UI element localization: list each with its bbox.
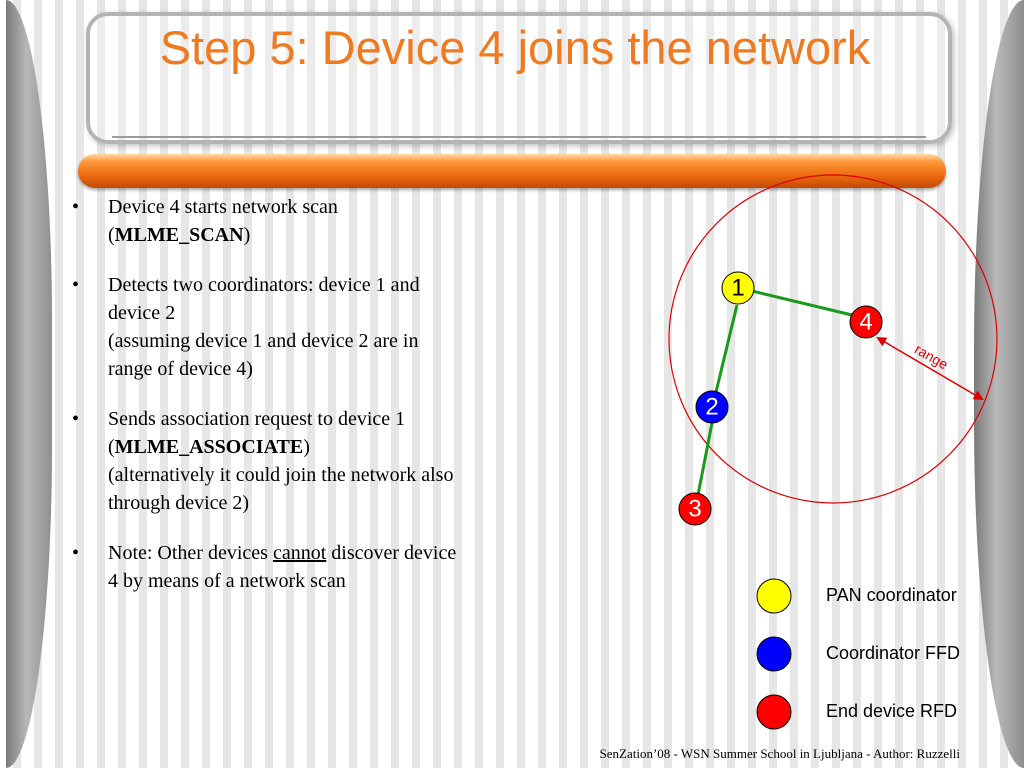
slide-title: Step 5: Device 4 joins the network xyxy=(159,21,871,74)
command-mlme-associate: MLME_ASSOCIATE xyxy=(114,436,304,458)
node-2-label: 2 xyxy=(705,394,718,421)
footer-credit: SenZation’08 - WSN Summer School in Ljub… xyxy=(599,746,960,761)
node-4-marker xyxy=(849,305,883,339)
node-3-marker xyxy=(678,492,712,526)
link-1-4 xyxy=(751,289,853,317)
node-2: 2 xyxy=(695,390,729,424)
node-4: 4 xyxy=(849,305,883,339)
title-frame xyxy=(86,12,952,144)
node-3: 3 xyxy=(678,492,712,526)
bullet-network-scan: Device 4 starts network scan (MLME_SCAN) xyxy=(70,193,570,249)
legend-label-coordinator-ffd: Coordinator FFD xyxy=(826,643,961,663)
legend-swatch-pan-coordinator xyxy=(756,578,792,614)
emphasis-cannot: cannot xyxy=(272,542,327,564)
bullet-note-cannot-discover: Note: Other devices cannot discover devi… xyxy=(70,539,570,595)
bullet-detects-coordinators: Detects two coordinators: device 1 and d… xyxy=(70,271,570,383)
bullet-list: Device 4 starts network scan (MLME_SCAN)… xyxy=(70,193,570,595)
legend-swatch-end-device-rfd xyxy=(756,694,792,730)
title-underline-bar xyxy=(78,154,946,188)
range-circle xyxy=(668,174,998,504)
link-1-2 xyxy=(714,304,739,393)
node-4-label: 4 xyxy=(859,309,872,336)
link-2-3 xyxy=(696,422,714,496)
legend-label-end-device-rfd: End device RFD xyxy=(826,701,958,721)
bullet-association-request: Sends association request to device 1 (M… xyxy=(70,405,570,517)
node-1-marker xyxy=(721,271,755,305)
legend-label-pan-coordinator: PAN coordinator xyxy=(826,585,957,605)
node-3-label: 3 xyxy=(688,496,701,523)
node-1: 1 xyxy=(721,271,755,305)
node-2-marker xyxy=(695,390,729,424)
range-arrow xyxy=(876,336,984,401)
command-mlme-scan: MLME_SCAN xyxy=(114,224,244,246)
node-1-label: 1 xyxy=(731,275,744,302)
range-label: range xyxy=(912,341,951,373)
legend-swatch-coordinator-ffd xyxy=(756,636,792,672)
